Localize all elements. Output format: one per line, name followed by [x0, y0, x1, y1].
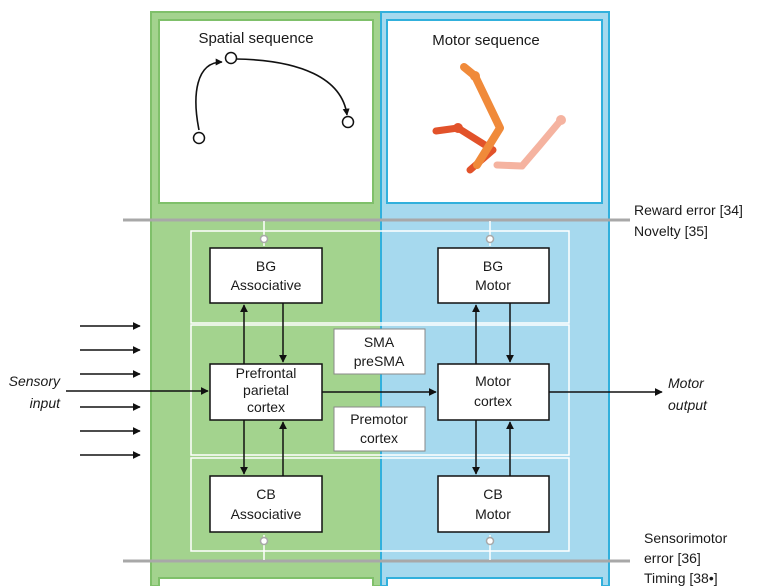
cortex-region [190, 324, 570, 456]
premotor-label-1: Premotor [350, 411, 408, 427]
motor-cortex-label-1: Motor [475, 373, 511, 389]
sensory-input-arrows [66, 322, 209, 459]
cb-associative-label-1: CB [256, 486, 275, 502]
cb-motor-box [437, 475, 550, 533]
prefrontal-label-1: Prefrontal [236, 365, 297, 381]
sensorimotor-label-2: error [36] [644, 550, 701, 566]
arm-joint-mid [470, 71, 480, 81]
spatial-sequence-title: Spatial sequence [198, 30, 313, 47]
bg-region [190, 230, 570, 324]
spatial-sequence-path [192, 51, 355, 145]
sma-label-2: preSMA [354, 353, 405, 369]
novelty-label: Novelty [35] [634, 223, 708, 239]
bottom-right-panel [386, 577, 603, 586]
sensorimotor-label-1: Sensorimotor [644, 530, 728, 546]
motor-output-label-2: output [668, 397, 708, 413]
spatial-sequence-panel [158, 19, 374, 204]
bg-motor-label-1: BG [483, 258, 503, 274]
premotor-box [333, 406, 426, 452]
bg-motor-box [437, 247, 550, 304]
arm-joint-dark [453, 123, 463, 133]
cb-motor-label-2: Motor [475, 506, 511, 522]
bg-motor-label-2: Motor [475, 277, 511, 293]
sensorimotor-label-3: Timing [38•] [644, 570, 718, 586]
cb-associative-box [209, 475, 323, 533]
premotor-label-2: cortex [360, 430, 398, 446]
motor-cortex-label-2: cortex [474, 393, 512, 409]
connection-arrows [240, 303, 663, 476]
cb-motor-label-1: CB [483, 486, 502, 502]
motor-cortex-box [437, 363, 550, 421]
motor-sequence-arm [432, 63, 566, 174]
sensory-input-label-2: input [30, 395, 61, 411]
prefrontal-label-2: parietal [243, 382, 289, 398]
motor-output-label-1: Motor [668, 375, 705, 391]
cb-region [190, 457, 570, 552]
cb-associative-label-2: Associative [231, 506, 302, 522]
sensory-input-label-1: Sensory [9, 373, 61, 389]
arm-joint-light [556, 115, 566, 125]
reward-error-label: Reward error [34] [634, 202, 743, 218]
line-connectors [259, 221, 495, 560]
sequence-point-1 [192, 131, 206, 145]
bg-associative-box [209, 247, 323, 304]
bg-associative-label-1: BG [256, 258, 276, 274]
sma-label-1: SMA [364, 334, 395, 350]
sma-box [333, 328, 426, 375]
sequence-point-2 [224, 51, 238, 65]
prefrontal-parietal-box [209, 363, 323, 421]
bottom-left-panel [158, 577, 374, 586]
motor-sequence-title: Motor sequence [432, 32, 540, 49]
bg-associative-label-2: Associative [231, 277, 302, 293]
prefrontal-label-3: cortex [247, 399, 285, 415]
sequence-point-3 [341, 115, 355, 129]
